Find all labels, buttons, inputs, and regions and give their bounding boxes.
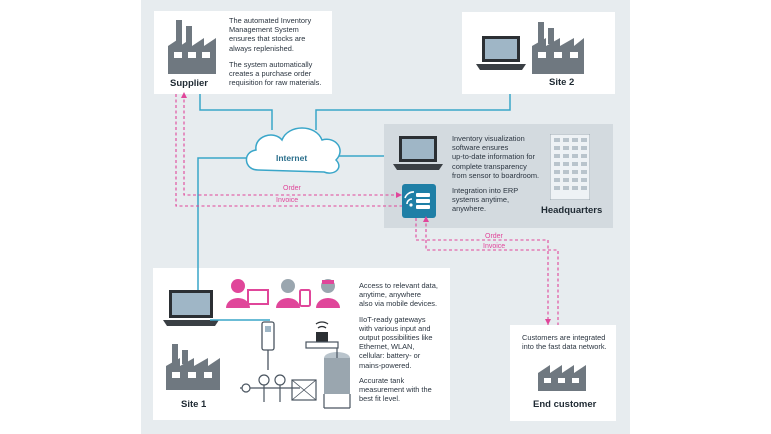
order-label-bottom: Order (485, 233, 503, 240)
invoice-label-top: Invoice (276, 197, 299, 204)
invoice-label-bottom: Invoice (483, 243, 506, 250)
office-building-icon (550, 134, 590, 200)
site2-laptop-icon (476, 36, 526, 70)
internet-cloud (245, 127, 341, 174)
end-customer-title: End customer (533, 399, 597, 410)
supplier-title: Supplier (170, 78, 209, 89)
network-lines (197, 94, 511, 321)
site2-title: Site 2 (549, 77, 575, 88)
order-invoice-flows (175, 94, 559, 325)
order-label-top: Order (283, 185, 301, 192)
site1-factory-icon (166, 344, 220, 390)
site1-title: Site 1 (181, 399, 207, 410)
site1-laptop-icon (163, 290, 219, 326)
site2-factory-icon (532, 22, 584, 74)
headquarters-title: Headquarters (541, 205, 603, 216)
site1-description: Access to relevant data,anytime, anywher… (359, 281, 438, 404)
flow-arrowheads (181, 92, 551, 325)
supplier-factory-icon (168, 20, 216, 74)
field-instruments-icon (240, 321, 351, 409)
mobile-users-icon (226, 279, 340, 308)
end-customer-factory-icon (538, 365, 586, 391)
erp-gateway-icon (402, 184, 436, 218)
internet-label: Internet (276, 153, 308, 163)
headquarters-laptop-icon (393, 136, 443, 170)
